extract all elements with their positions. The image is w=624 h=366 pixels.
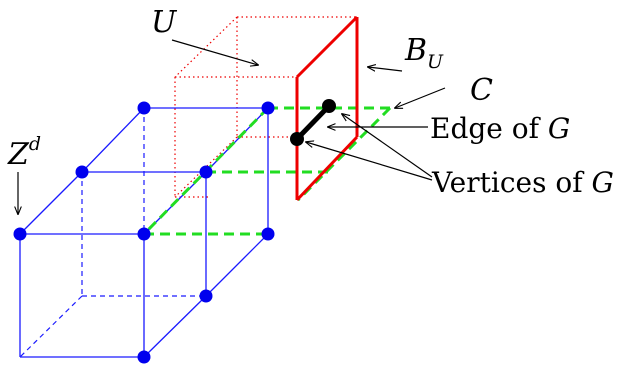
lattice-vertex [199, 165, 213, 179]
lattice-hidden-edges [19, 108, 206, 358]
label-c: C [470, 73, 493, 108]
arrow-u [171, 39, 258, 65]
graph-g [290, 99, 336, 146]
label-u: U [151, 5, 178, 40]
lattice-vertex [75, 165, 89, 179]
label-edge-of-g: Edge of G [430, 112, 570, 145]
lattice-vertex [137, 227, 151, 241]
boundary-bu [295, 15, 359, 202]
lattice-vertex [261, 101, 275, 115]
lattice-vertices [13, 101, 275, 364]
graph-vertex [290, 132, 304, 146]
label-zd: Zd [7, 133, 41, 172]
label-vertices-of-g: Vertices of G [431, 166, 614, 199]
graph-edge [294, 103, 332, 142]
arrow-vertex-lower [306, 142, 433, 181]
lattice-vertex [13, 227, 27, 241]
arrow-c [395, 87, 446, 108]
graph-vertex [322, 99, 336, 113]
lattice-vertex [137, 350, 151, 364]
arrow-vertex-upper [342, 114, 433, 178]
arrow-bu [368, 67, 403, 71]
lattice-vertex [261, 227, 275, 241]
label-bu: BU [404, 33, 444, 73]
lattice-vertex [199, 289, 213, 303]
lattice-vertex [137, 101, 151, 115]
annotation-arrows [18, 39, 446, 214]
